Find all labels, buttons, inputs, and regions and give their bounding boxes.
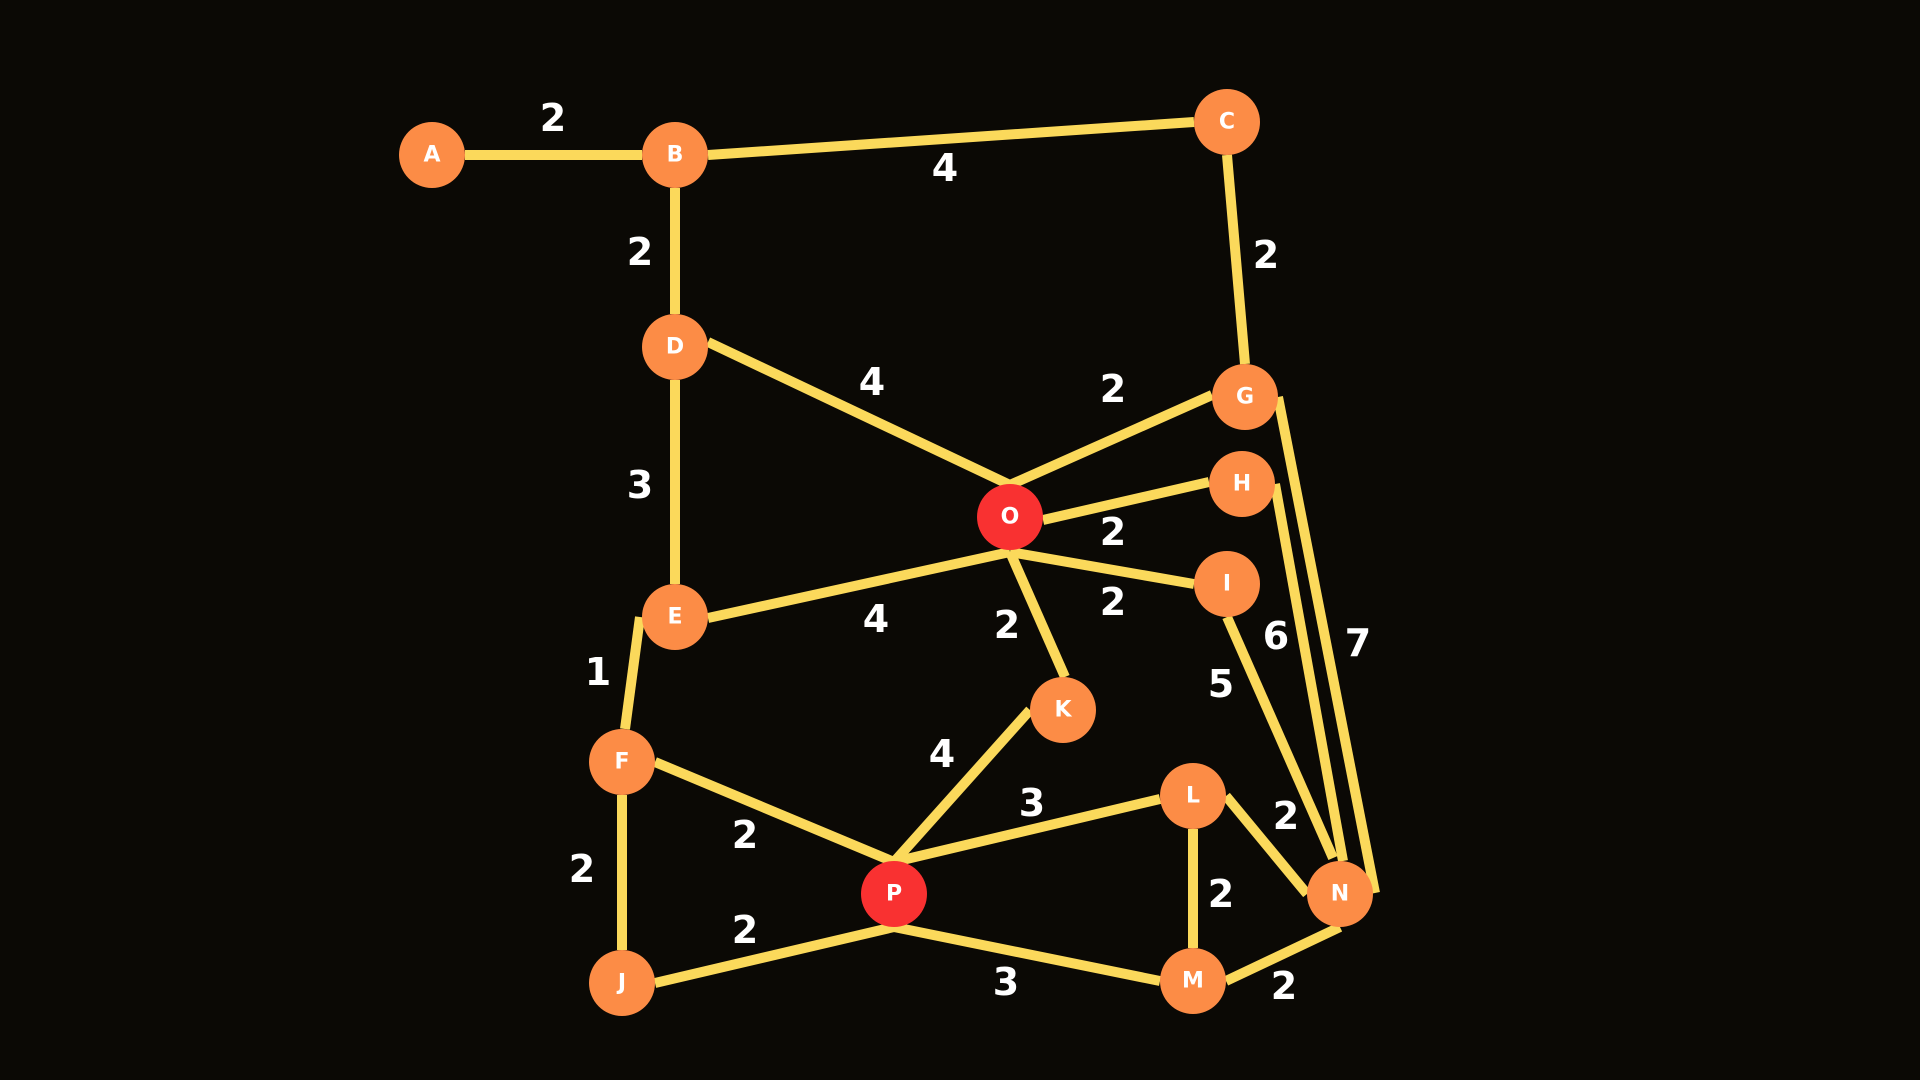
node-circle-d (642, 314, 708, 380)
edge-d-o (705, 337, 1013, 490)
node-circle-h (1209, 451, 1275, 517)
edge-c-g (1222, 154, 1250, 365)
edge-weight-l-m: 2 (1208, 872, 1234, 916)
edge-weight-g-n: 7 (1345, 621, 1371, 665)
node-label-b: B (667, 143, 684, 168)
node-e: E (642, 584, 708, 650)
nodes-layer: A B C D E F G H I J K L M N O P (399, 89, 1373, 1016)
edge-weight-o-i: 2 (1100, 580, 1126, 624)
edge-weight-j-p: 2 (732, 908, 758, 952)
node-label-g: G (1236, 385, 1254, 410)
edge-weight-g-o: 2 (1100, 367, 1126, 411)
edge-weight-f-j: 2 (569, 847, 595, 891)
edge-k-p (890, 706, 1034, 866)
node-l: L (1160, 763, 1226, 829)
node-label-p: P (886, 882, 902, 907)
node-circle-i (1194, 551, 1260, 617)
edge-weight-k-p: 4 (929, 732, 955, 776)
edge-weight-c-g: 2 (1253, 233, 1279, 277)
node-circle-l (1160, 763, 1226, 829)
node-label-h: H (1233, 472, 1251, 497)
node-label-n: N (1331, 882, 1349, 907)
edge-weight-p-l: 3 (1019, 781, 1045, 825)
edge-p-l (892, 794, 1162, 867)
node-label-o: O (1001, 505, 1020, 530)
node-circle-j (589, 950, 655, 1016)
node-b: B (642, 122, 708, 188)
node-label-e: E (667, 605, 682, 630)
edge-h-n (1270, 483, 1348, 862)
node-label-a: A (423, 143, 440, 168)
edge-o-i (1009, 547, 1195, 589)
edge-weight-d-e: 3 (627, 463, 653, 507)
node-circle-g (1212, 364, 1278, 430)
edge-weight-b-d: 2 (627, 230, 653, 274)
node-i: I (1194, 551, 1260, 617)
node-h: H (1209, 451, 1275, 517)
node-circle-p (861, 861, 927, 927)
node-label-l: L (1186, 784, 1200, 809)
edge-e-o (706, 547, 1012, 623)
node-circle-o (977, 484, 1043, 550)
edge-weight-h-n: 6 (1263, 614, 1289, 658)
node-d: D (642, 314, 708, 380)
edge-weight-p-m: 3 (993, 960, 1019, 1004)
node-m: M (1160, 948, 1226, 1014)
node-f: F (589, 729, 655, 795)
node-circle-a (399, 122, 465, 188)
node-label-k: K (1054, 698, 1072, 723)
node-label-d: D (666, 335, 684, 360)
edge-weight-b-c: 4 (932, 146, 958, 190)
node-j: J (589, 950, 655, 1016)
edge-weight-i-n: 5 (1208, 662, 1234, 706)
node-n: N (1307, 861, 1373, 927)
node-label-j: J (616, 971, 626, 996)
edge-l-n (1222, 792, 1311, 898)
node-circle-f (589, 729, 655, 795)
edge-weight-o-k: 2 (994, 603, 1020, 647)
node-o: O (977, 484, 1043, 550)
edge-p-m (893, 922, 1161, 986)
node-label-i: I (1223, 572, 1231, 597)
edge-h-o (1041, 477, 1211, 525)
node-circle-k (1030, 677, 1096, 743)
edge-weight-f-p: 2 (732, 813, 758, 857)
node-circle-b (642, 122, 708, 188)
edges-layer (465, 117, 1380, 988)
edge-g-o (1007, 390, 1215, 490)
edge-i-n (1222, 614, 1338, 861)
node-p: P (861, 861, 927, 927)
node-circle-c (1194, 89, 1260, 155)
edge-e-f (620, 616, 645, 730)
node-circle-n (1307, 861, 1373, 927)
node-label-f: F (614, 750, 629, 775)
edge-o-k (1005, 549, 1070, 680)
node-a: A (399, 122, 465, 188)
edge-weight-l-n: 2 (1273, 794, 1299, 838)
edge-b-c (707, 117, 1195, 160)
node-label-c: C (1219, 110, 1235, 135)
node-c: C (1194, 89, 1260, 155)
edge-m-n (1223, 922, 1343, 986)
edge-weight-h-o: 2 (1100, 510, 1126, 554)
edge-f-p (653, 757, 896, 867)
edge-j-p (653, 922, 896, 988)
edge-weight-m-n: 2 (1271, 964, 1297, 1008)
edge-weight-e-f: 1 (585, 650, 611, 694)
edge-weight-a-b: 2 (540, 96, 566, 140)
edge-weight-d-o: 4 (859, 360, 885, 404)
edge-weight-e-o: 4 (863, 597, 889, 641)
node-label-m: M (1182, 969, 1204, 994)
node-g: G (1212, 364, 1278, 430)
node-k: K (1030, 677, 1096, 743)
node-circle-m (1160, 948, 1226, 1014)
node-circle-e (642, 584, 708, 650)
edge-g-n (1273, 396, 1380, 894)
